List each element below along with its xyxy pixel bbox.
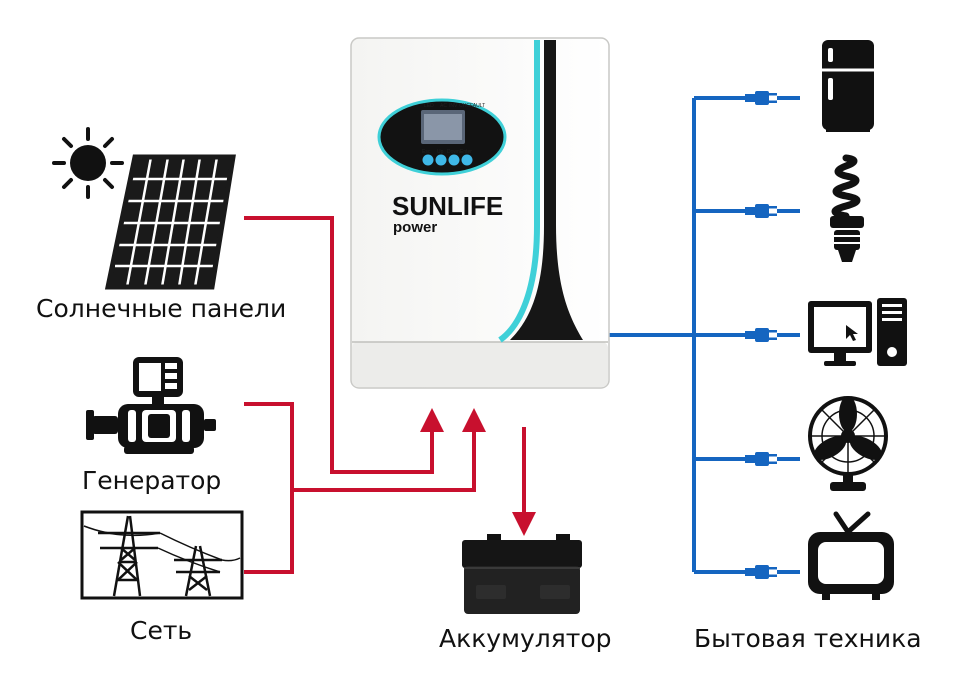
fridge-icon bbox=[822, 40, 874, 132]
plug-icon bbox=[745, 204, 777, 218]
lcd-indicator-fault: FAULT bbox=[470, 103, 486, 109]
grid-arrow-icon bbox=[462, 408, 486, 432]
lcd-indicator-chg: CHG bbox=[459, 103, 471, 109]
grid-label: Сеть bbox=[130, 616, 193, 645]
solar-panels-label: Солнечные панели bbox=[36, 294, 287, 323]
button-label-esc: Esc bbox=[422, 149, 431, 155]
battery-icon bbox=[462, 534, 582, 614]
power-grid-icon bbox=[80, 510, 244, 600]
sun-icon bbox=[52, 127, 124, 199]
lcd-indicator-inv: INV bbox=[449, 103, 458, 109]
down-button bbox=[448, 154, 460, 166]
plug-icon bbox=[745, 565, 777, 579]
tv-icon bbox=[808, 511, 894, 600]
fan-icon bbox=[808, 396, 888, 491]
lightbulb-icon bbox=[830, 154, 864, 262]
computer-icon bbox=[808, 298, 907, 366]
button-label-down: Down bbox=[447, 149, 460, 155]
input-arrows bbox=[420, 408, 536, 536]
accent-stripe bbox=[498, 40, 540, 343]
esc-button bbox=[422, 154, 434, 166]
output-lines bbox=[606, 96, 800, 574]
enter-button bbox=[461, 154, 473, 166]
battery-label: Аккумулятор bbox=[439, 624, 612, 653]
plug-icon bbox=[745, 328, 777, 342]
button-label-enter: Enter bbox=[460, 149, 472, 155]
input-lines bbox=[244, 216, 526, 574]
up-button bbox=[435, 154, 447, 166]
plug-icon bbox=[745, 91, 777, 105]
plug-icons bbox=[745, 91, 777, 579]
brand-subtitle: power bbox=[393, 219, 438, 236]
control-buttons bbox=[422, 154, 473, 166]
button-label-up: Up bbox=[437, 149, 444, 155]
lcd-indicator-ac: AC bbox=[440, 103, 447, 109]
battery-arrow-icon bbox=[512, 512, 536, 536]
appliances-label: Бытовая техника bbox=[694, 624, 922, 653]
lcd-title: LED bbox=[424, 103, 434, 109]
inverter bbox=[350, 37, 610, 389]
solar-arrow-icon bbox=[420, 408, 444, 432]
plug-icon bbox=[745, 452, 777, 466]
brand-name: SUNLIFE bbox=[392, 191, 504, 221]
front-swoosh bbox=[510, 40, 583, 340]
solar-panel-icon bbox=[104, 154, 236, 290]
generator-icon bbox=[86, 357, 216, 454]
generator-label: Генератор bbox=[82, 466, 222, 495]
